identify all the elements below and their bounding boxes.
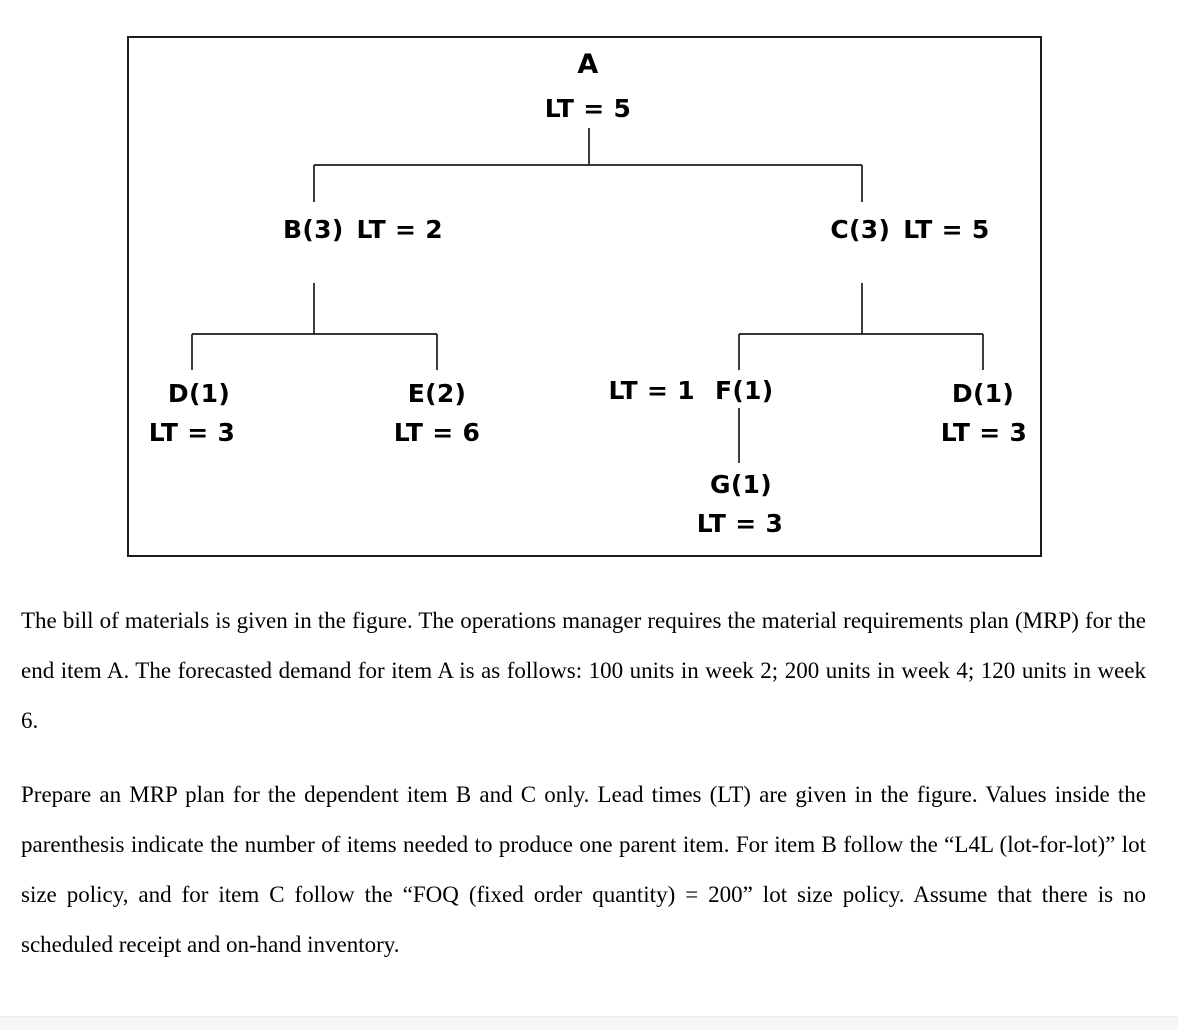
paragraph-demand-forecast: The bill of materials is given in the fi… — [21, 608, 1146, 733]
node-a-label: A — [577, 49, 599, 80]
paragraph-mrp-instructions: Prepare an MRP plan for the dependent it… — [21, 782, 1146, 957]
node-d-left-leadtime: LT = 3 — [148, 418, 236, 447]
node-b-label: B(3) — [283, 215, 344, 244]
node-c: C(3) LT = 5 — [830, 216, 989, 244]
node-e-label: E(2) — [407, 379, 467, 408]
node-f: LT = 1 F(1) — [609, 377, 774, 405]
node-e-leadtime: LT = 6 — [393, 418, 481, 447]
footer-strip — [0, 1016, 1178, 1030]
bom-connector-lines — [191, 128, 984, 463]
node-f-label: F(1) — [714, 376, 774, 405]
node-c-leadtime: LT = 5 — [903, 215, 990, 244]
node-d-left-label: D(1) — [167, 379, 231, 408]
node-g-label: G(1) — [710, 470, 772, 499]
node-d-right-label: D(1) — [951, 379, 1015, 408]
node-a-leadtime: LT = 5 — [544, 94, 632, 123]
node-d-right-leadtime: LT = 3 — [940, 418, 1028, 447]
node-c-label: C(3) — [830, 215, 891, 244]
node-g-leadtime: LT = 3 — [696, 509, 784, 538]
problem-statement: The bill of materials is given in the fi… — [21, 596, 1146, 994]
node-b-leadtime: LT = 2 — [356, 215, 443, 244]
node-b: B(3) LT = 2 — [283, 216, 443, 244]
bom-figure-box: A LT = 5 B(3) LT = 2 C(3) LT = 5 D(1) LT… — [127, 36, 1042, 557]
node-f-leadtime: LT = 1 — [608, 376, 695, 405]
